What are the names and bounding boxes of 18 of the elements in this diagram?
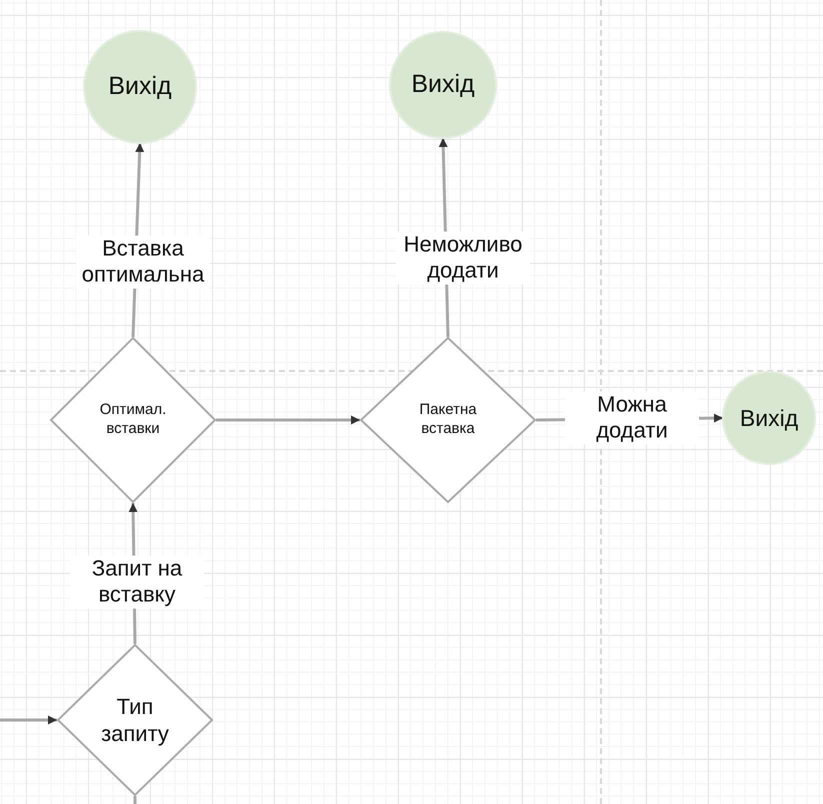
node-text: Оптимал. вставки [98, 401, 168, 439]
edge-label: Неможливо додати [396, 232, 530, 284]
terminal-circle [723, 372, 815, 464]
terminal-circle [390, 32, 496, 138]
terminal-circle [84, 31, 196, 143]
edge-label: Можна додати [565, 392, 699, 444]
connector-arrow [0, 716, 57, 724]
decision-diamond [360, 337, 536, 503]
node-text: Тип запиту [100, 692, 170, 748]
decision-diamond [50, 337, 216, 503]
node-text: Вихід [108, 71, 172, 102]
connector-arrow [216, 416, 360, 424]
node-text: Вихід [740, 404, 798, 432]
decision-diamond [57, 644, 213, 796]
node-text: Вихід [411, 69, 475, 100]
node-text: Пакетна вставка [418, 401, 478, 439]
edge-label: Вставка оптимальна [76, 236, 210, 288]
edge-label: Запит на вставку [70, 556, 204, 608]
